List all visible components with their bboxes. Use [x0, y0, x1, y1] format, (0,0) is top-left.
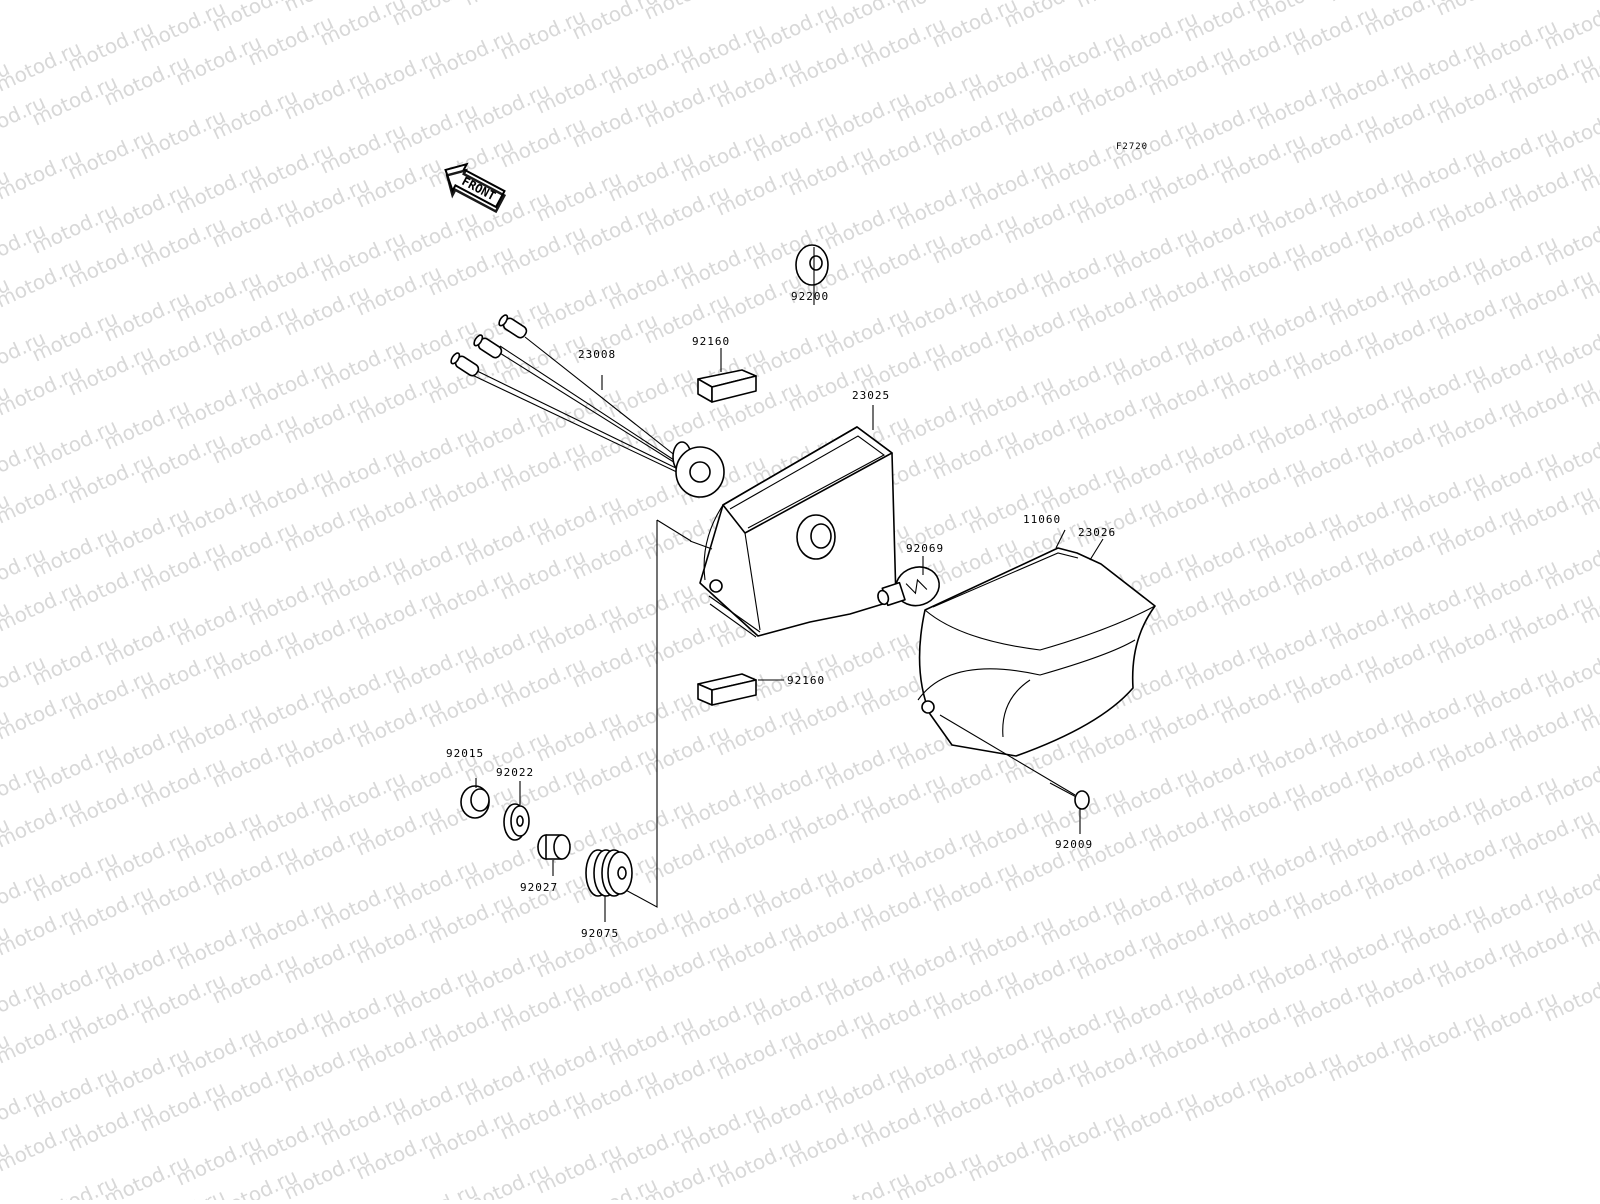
label-92069: 92069	[906, 542, 944, 555]
pad-lower-part	[697, 673, 757, 706]
nut-part	[460, 785, 490, 819]
watermark-text: motod.ru	[460, 0, 553, 11]
figure-code: F2720	[1116, 142, 1148, 152]
lamp-case-part	[689, 426, 897, 638]
label-92160-top: 92160	[692, 335, 730, 348]
lens-part	[917, 547, 1156, 757]
leader-lines	[475, 247, 1104, 922]
watermark-text: motod.ru	[712, 0, 805, 5]
label-23025: 23025	[852, 389, 890, 402]
wire-harness-part	[450, 314, 725, 498]
label-92160-bottom: 92160	[787, 674, 825, 687]
bulb-part	[877, 566, 940, 607]
label-92075: 92075	[581, 927, 619, 940]
pad-upper-part	[697, 369, 757, 403]
label-92027: 92027	[520, 881, 558, 894]
screw-part	[939, 714, 1090, 810]
collar-part	[537, 834, 571, 860]
label-11060: 11060	[1023, 513, 1061, 526]
watermark-text: motod.ru	[1504, 0, 1597, 1]
watermark-text: motod.ru	[1072, 0, 1165, 13]
watermark-text: motod.ru	[1432, 0, 1525, 21]
label-92200: 92200	[791, 290, 829, 303]
label-92015: 92015	[446, 747, 484, 760]
label-92022: 92022	[496, 766, 534, 779]
label-23008: 23008	[578, 348, 616, 361]
grommet-mount-part	[585, 849, 633, 897]
label-23026: 23026	[1078, 526, 1116, 539]
watermark-text: motod.ru	[640, 0, 733, 25]
washer-part	[503, 803, 530, 841]
grommet-top-part	[795, 244, 829, 286]
label-92009: 92009	[1055, 838, 1093, 851]
